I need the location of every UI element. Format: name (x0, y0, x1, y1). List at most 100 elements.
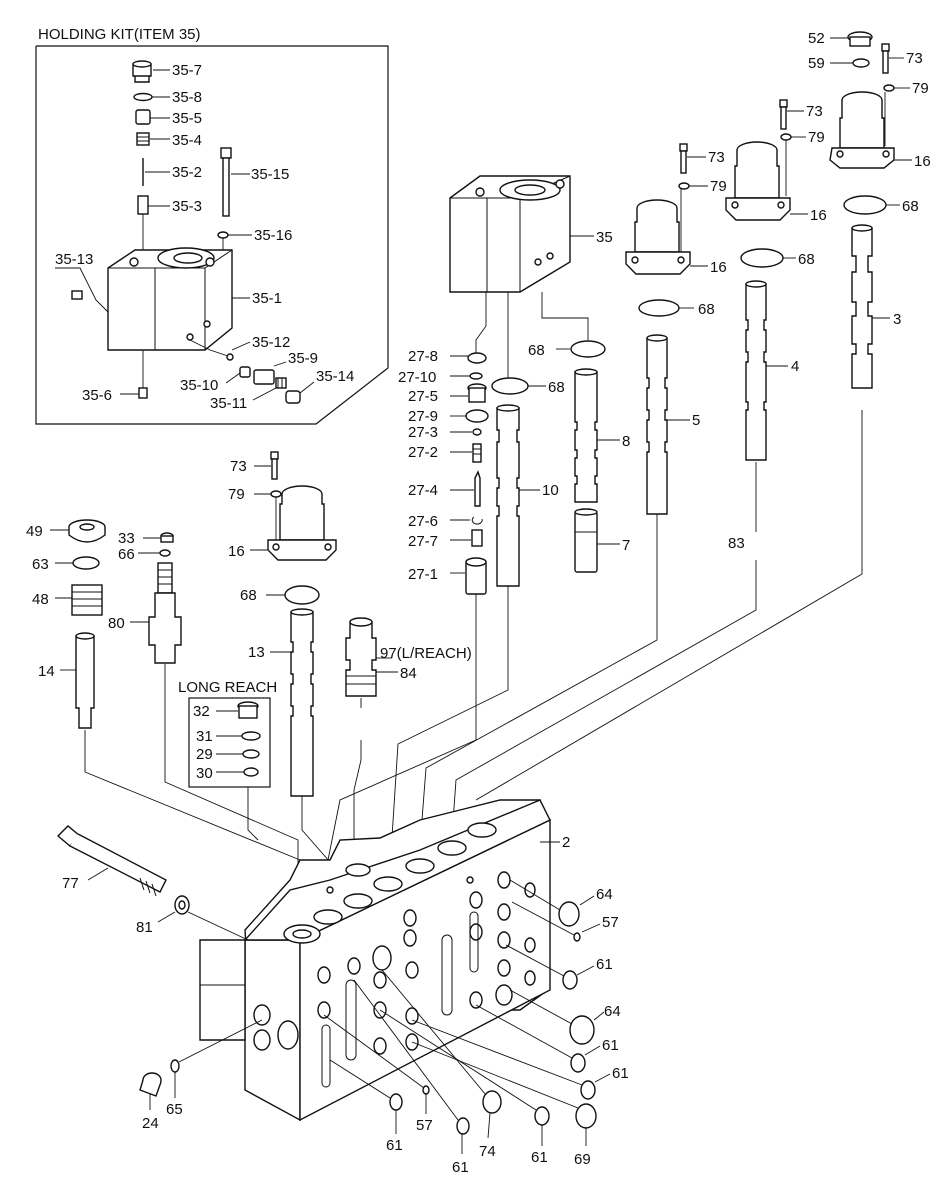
solenoid-group-left (250, 451, 337, 880)
label-32: 32 (193, 703, 210, 720)
label-27-3: 27-3 (408, 424, 438, 441)
label-73-top-right: 73 (906, 50, 923, 67)
label-35-4: 35-4 (172, 132, 202, 149)
label-68-mid: 68 (698, 301, 715, 318)
label-35-2: 35-2 (172, 164, 202, 181)
label-35-13: 35-13 (55, 251, 93, 268)
label-48: 48 (32, 591, 49, 608)
label-27-9: 27-9 (408, 408, 438, 425)
label-35-1: 35-1 (252, 290, 282, 307)
port-seals-right: 2 64 57 61 64 61 61 61 57 74 61 61 69 (323, 834, 629, 1176)
label-35-14: 35-14 (316, 368, 354, 385)
holding-kit-title: HOLDING KIT(ITEM 35) (38, 26, 201, 43)
main-valve-body (199, 799, 560, 1122)
label-30: 30 (196, 765, 213, 782)
label-27-4: 27-4 (408, 482, 438, 499)
label-16-mid: 16 (710, 259, 727, 276)
label-27-5: 27-5 (408, 388, 438, 405)
label-33: 33 (118, 530, 135, 547)
label-73-mid-right: 73 (806, 103, 823, 120)
label-59: 59 (808, 55, 825, 72)
label-61-upper: 61 (596, 956, 613, 973)
label-49: 49 (26, 523, 43, 540)
label-64-upper: 64 (596, 886, 613, 903)
label-57-upper: 57 (602, 914, 619, 931)
label-35-12: 35-12 (252, 334, 290, 351)
label-68-under-35: 68 (528, 342, 545, 359)
label-80: 80 (108, 615, 125, 632)
label-35-9: 35-9 (288, 350, 318, 367)
label-79-mid-right: 79 (808, 129, 825, 146)
label-7: 7 (622, 537, 630, 554)
label-35-8: 35-8 (172, 89, 202, 106)
label-79-top-right: 79 (912, 80, 929, 97)
label-14: 14 (38, 663, 55, 680)
label-16-top-right: 16 (914, 153, 931, 170)
label-27-7: 27-7 (408, 533, 438, 550)
relief-valve-84: 97(L/REACH) 84 (345, 617, 472, 895)
label-52: 52 (808, 30, 825, 47)
label-61-bottom-b: 61 (452, 1159, 469, 1176)
spool-8-7-group (574, 368, 620, 573)
tie-bolt-group: 77 81 (56, 825, 249, 941)
label-97-l-reach: 97(L/REACH) (380, 645, 472, 662)
label-79-mid: 79 (710, 178, 727, 195)
label-63: 63 (32, 556, 49, 573)
label-4: 4 (791, 358, 799, 375)
label-27-8: 27-8 (408, 348, 438, 365)
label-2: 2 (562, 834, 570, 851)
long-reach-title: LONG REACH (178, 679, 277, 696)
label-61-right-b: 61 (612, 1065, 629, 1082)
label-35-7: 35-7 (172, 62, 202, 79)
label-5: 5 (692, 412, 700, 429)
label-35-5: 35-5 (172, 110, 202, 127)
label-68-left: 68 (240, 587, 257, 604)
label-29: 29 (196, 746, 213, 763)
holding-kit-group: HOLDING KIT(ITEM 35) (35, 26, 389, 425)
label-66: 66 (118, 546, 135, 563)
label-27-2: 27-2 (408, 444, 438, 461)
holding-block-35 (449, 175, 606, 395)
label-35-10: 35-10 (180, 377, 218, 394)
label-73-left: 73 (230, 458, 247, 475)
labels-top: 52 73 59 79 73 79 16 73 79 16 68 16 68 3… (228, 30, 931, 661)
label-35: 35 (596, 229, 613, 246)
solenoid-group-top-right (419, 31, 912, 847)
label-3: 3 (893, 311, 901, 328)
plug-24-group: 24 65 (139, 1019, 263, 1132)
label-57-lower: 57 (416, 1117, 433, 1134)
long-reach-frame (188, 697, 271, 788)
label-69: 69 (574, 1151, 591, 1168)
label-79-left: 79 (228, 486, 245, 503)
label-27-1: 27-1 (408, 566, 438, 583)
label-27-10: 27-10 (398, 369, 436, 386)
label-35-16: 35-16 (254, 227, 292, 244)
label-35-6: 35-6 (82, 387, 112, 404)
left-column-parts: 49 33 66 63 48 80 14 (26, 519, 301, 912)
label-74: 74 (479, 1143, 496, 1160)
label-16-left: 16 (228, 543, 245, 560)
label-27-6: 27-6 (408, 513, 438, 530)
label-61-bottom-a: 61 (386, 1137, 403, 1154)
label-10: 10 (542, 482, 559, 499)
label-35-15: 35-15 (251, 166, 289, 183)
label-77: 77 (62, 875, 79, 892)
label-84: 84 (400, 665, 417, 682)
label-35-3: 35-3 (172, 198, 202, 215)
label-68-top-right: 68 (902, 198, 919, 215)
label-68-27-stack: 68 (548, 379, 565, 396)
label-8: 8 (622, 433, 630, 450)
label-31: 31 (196, 728, 213, 745)
holding-kit-frame (35, 45, 389, 425)
label-81: 81 (136, 919, 153, 936)
label-13: 13 (248, 644, 265, 661)
label-68-mid-right: 68 (798, 251, 815, 268)
label-83: 83 (728, 535, 745, 552)
label-16-mid-right: 16 (810, 207, 827, 224)
label-64-lower: 64 (604, 1003, 621, 1020)
long-reach-group: LONG REACH 32 31 29 30 (178, 679, 277, 841)
label-35-11: 35-11 (210, 395, 247, 412)
label-61-bottom-c: 61 (531, 1149, 548, 1166)
check-valve-27-group: 27-8 27-10 27-5 27-9 27-3 27-2 27-4 27-6… (325, 348, 559, 871)
